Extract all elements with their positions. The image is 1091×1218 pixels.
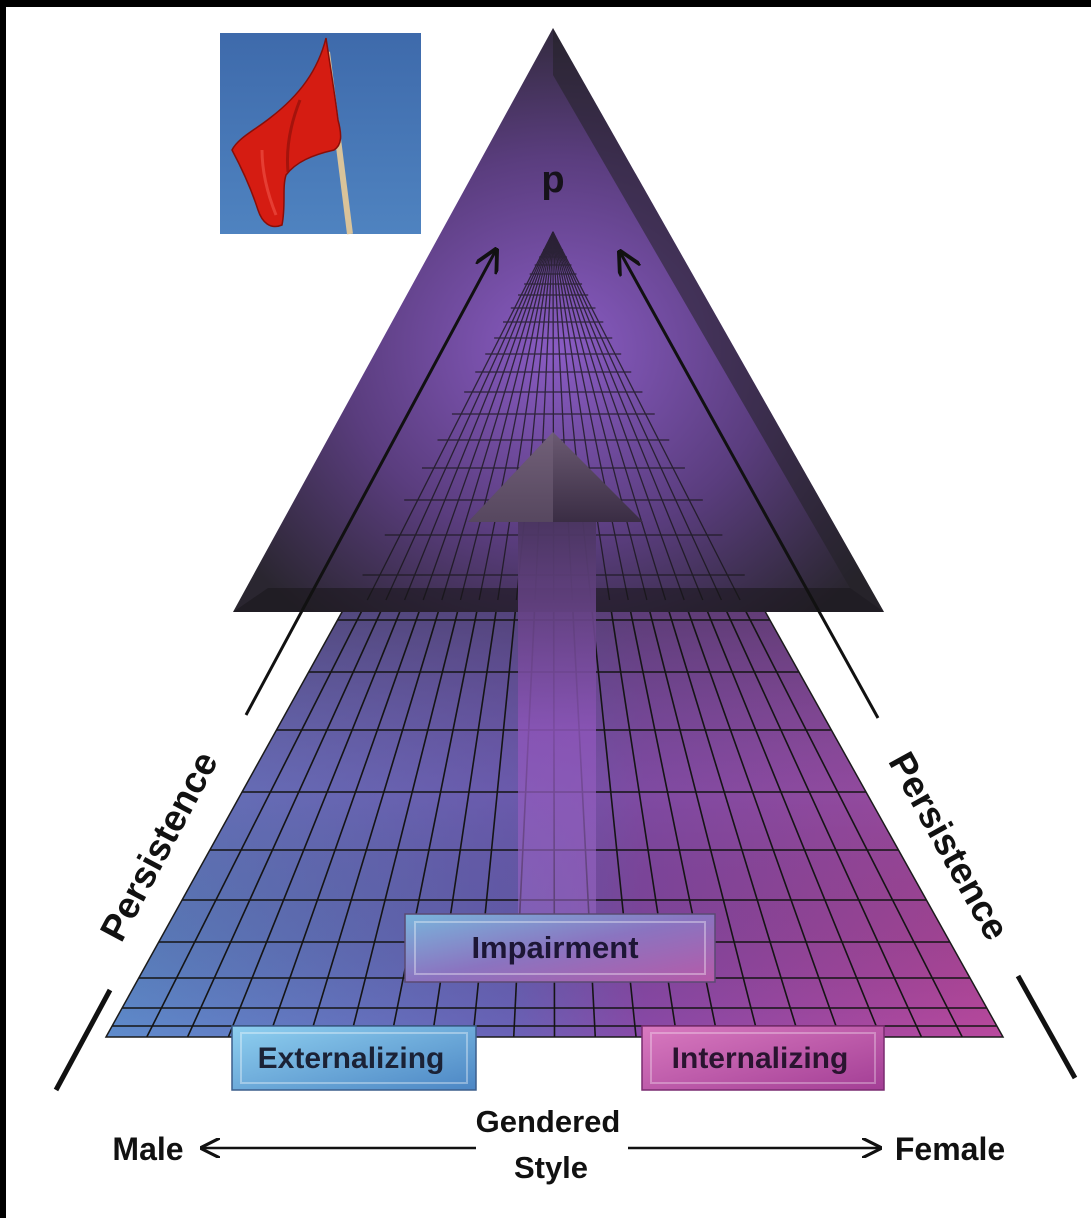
internalizing-box-bevel (650, 1032, 876, 1084)
persistence-left-arrow (244, 250, 496, 716)
grid-upper-converging-line (552, 231, 685, 601)
black-border-left (0, 0, 6, 1218)
up-arrow-head-light (468, 432, 553, 522)
grid-upper-converging-line (552, 231, 648, 601)
up-arrow-head (468, 432, 643, 522)
impairment-label: Impairment (471, 930, 638, 965)
flag-cloth (231, 37, 342, 228)
impairment-up-arrow (468, 432, 643, 942)
impairment-box-bg (404, 913, 716, 983)
persistence-right-tick (1015, 974, 1078, 1080)
flag-highlight (260, 149, 278, 216)
persistence-right-arrow (620, 252, 880, 719)
gendered-label: Gendered (476, 1104, 621, 1139)
grid-upper-converging-line (385, 231, 554, 601)
grid-upper-converging-line (552, 231, 704, 601)
grid-upper-converging-line (366, 231, 554, 601)
style-label: Style (514, 1150, 588, 1185)
internalizing-box: Internalizing (641, 1025, 885, 1091)
grid-upper-converging-line (552, 231, 667, 601)
externalizing-box: Externalizing (231, 1025, 477, 1091)
persistence-left-tick (53, 988, 113, 1092)
flag-fold (286, 99, 302, 173)
red-flag-image (220, 33, 421, 235)
p-triangle-bevel-right (553, 28, 884, 612)
up-arrow-shaft (518, 522, 596, 942)
impairment-box: Impairment (404, 913, 716, 983)
grid-upper-converging-line (552, 231, 741, 601)
female-label: Female (895, 1131, 1005, 1167)
grid-upper-converging-line (422, 231, 554, 601)
grid-upper-converging-line (552, 231, 611, 601)
apex-label-p: p (541, 159, 564, 201)
externalizing-box-bg (231, 1025, 477, 1091)
black-border-top (0, 0, 1091, 7)
p-triangle (233, 28, 884, 612)
internalizing-box-bg (641, 1025, 885, 1091)
grid-upper-converging-line (497, 231, 554, 601)
perspective-grid-upper (362, 231, 745, 601)
grid-upper-converging-line (552, 231, 629, 601)
impairment-box-bevel (414, 921, 706, 975)
internalizing-label: Internalizing (672, 1042, 849, 1075)
p-triangle-fill (233, 28, 884, 612)
grid-upper-converging-line (478, 231, 554, 601)
male-label: Male (112, 1131, 183, 1167)
externalizing-box-bevel (240, 1032, 468, 1084)
red-flag-icon (231, 37, 353, 235)
base-pyramid-outline (104, 230, 1005, 1038)
grid-upper-converging-line (403, 231, 554, 601)
grid-upper-converging-line (552, 231, 723, 601)
grid-upper-converging-line (459, 231, 554, 601)
grid-upper-converging-line (441, 231, 554, 601)
externalizing-label: Externalizing (258, 1042, 445, 1075)
